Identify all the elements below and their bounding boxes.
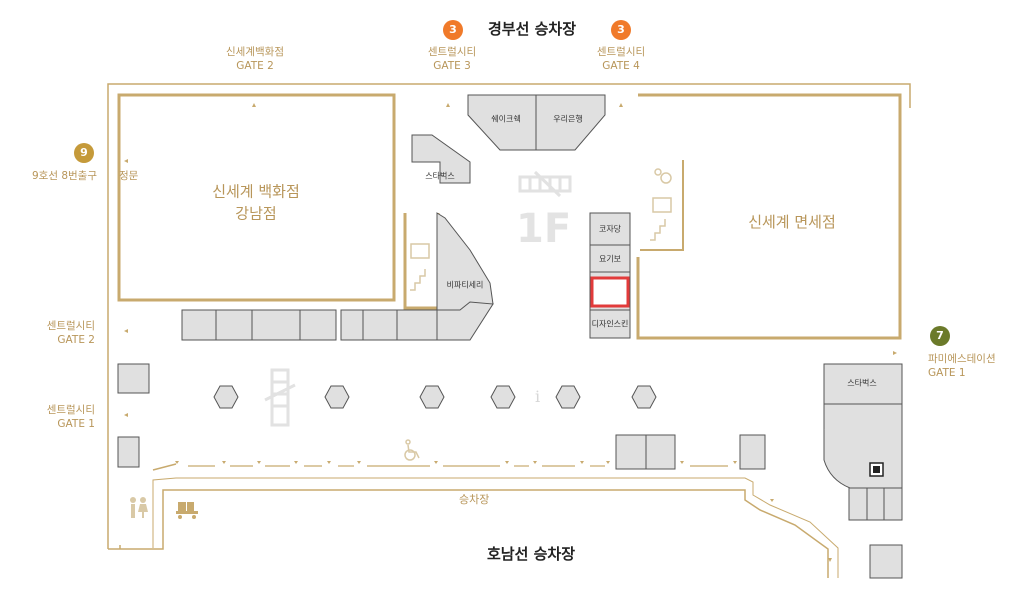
gate-central-2[interactable]: 센트럴시티 GATE 2 — [46, 320, 95, 346]
starbucks-top-shop[interactable] — [411, 134, 471, 184]
shop-box-a — [615, 434, 647, 470]
gate-shinsegae-2[interactable]: 신세계백화점 GATE 2 — [226, 46, 284, 72]
locker-a — [848, 487, 868, 521]
line3-badge-left: 3 — [443, 20, 463, 40]
honam-platform-title: 호남선 승차장 — [487, 545, 576, 563]
kiosk-box-1 — [117, 363, 150, 394]
woori-bank-label: 우리은행 — [553, 114, 583, 124]
kiosk-box-2 — [117, 436, 140, 468]
yogibo-label: 요기보 — [598, 254, 622, 264]
cart-icon — [176, 502, 198, 519]
kojadang-yogibo-design-block[interactable] — [589, 212, 631, 339]
shinsegae-dutyfree-area[interactable] — [636, 93, 902, 340]
highlight-location[interactable] — [590, 276, 630, 308]
exit-line9-label[interactable]: 9호선 8번출구 — [32, 170, 97, 182]
shake-shack-label: 쉐이크쉑 — [491, 114, 521, 124]
info-icon: i — [535, 387, 540, 406]
gyeongbu-platform-title: 경부선 승차장 — [488, 20, 577, 38]
gate-central-4[interactable]: 센트럴시티 GATE 4 — [596, 46, 646, 72]
kojadang-label: 코자당 — [598, 224, 622, 234]
building-outline — [107, 83, 911, 578]
starbucks-right-label: 스타벅스 — [847, 378, 877, 388]
design-skin-label: 디자인스킨 — [591, 319, 629, 329]
shinsegae-duty-label: 신세계 면세점 — [748, 213, 836, 232]
line9-badge: 9 — [74, 143, 94, 163]
line3-badge-right: 3 — [611, 20, 631, 40]
main-entrance-label: 정문 — [119, 170, 139, 182]
starbucks-top-label: 스타벅스 — [425, 171, 455, 181]
escalator-icons — [264, 170, 572, 427]
shop-box-d — [869, 544, 903, 579]
beeparty-label: 비파티세리 — [446, 280, 484, 290]
floor-label: 1F — [516, 206, 572, 252]
gate-central-1[interactable]: 센트럴시티 GATE 1 — [46, 404, 95, 430]
shop-row[interactable] — [181, 301, 494, 341]
locker-c — [883, 487, 903, 521]
restroom-icon — [130, 497, 148, 518]
locker-b — [866, 487, 885, 521]
wheelchair-icon — [404, 439, 420, 461]
shop-box-c — [739, 434, 766, 470]
shop-box-b — [645, 434, 676, 470]
shinsegae-dept-area[interactable] — [117, 93, 396, 302]
shinsegae-dept-label: 신세계 백화점 강남점 — [212, 182, 300, 222]
pillars — [213, 385, 657, 409]
gate-central-3[interactable]: 센트럴시티 GATE 3 — [427, 46, 477, 72]
platform-label: 승차장 — [459, 493, 490, 506]
line7-badge: 7 — [930, 326, 950, 346]
gate-famille-1[interactable]: 파미에스테이션 GATE 1 — [928, 353, 996, 379]
